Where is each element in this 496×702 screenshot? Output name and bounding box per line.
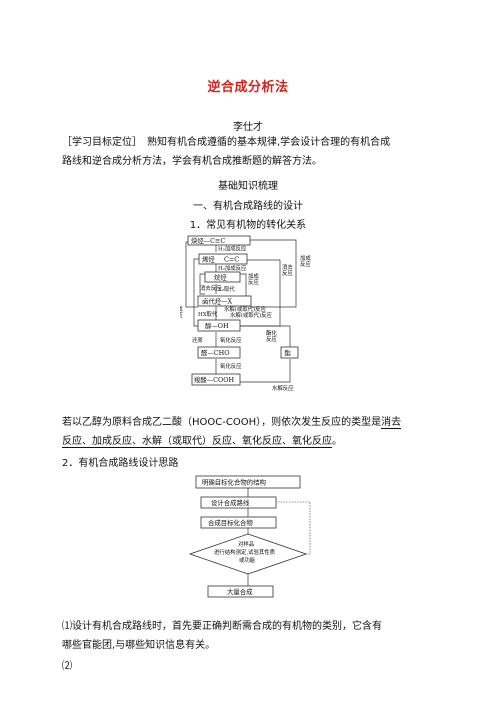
flow-decision-line-b: 进行结构测定,试验其性质 [214, 548, 276, 556]
document-title: 逆合成分析法 [207, 80, 289, 95]
aldehyde-label: 醛—CHO [201, 348, 229, 357]
alkane-box [204, 271, 241, 283]
flow-step-2-label: 设计合成路线 [211, 498, 250, 507]
flow-decision-line-c: 或功能 [239, 556, 256, 564]
answer-underlined-a: 消去 [381, 417, 402, 429]
alkene-group-label: C=C [224, 256, 239, 264]
heading-conversion-relations: 1．常见有机物的转化关系 [189, 220, 307, 231]
alcohol-label: 醇—OH [205, 321, 229, 330]
question-line-1: 若以乙醇为原料合成乙二酸（HOOC-COOH），则依次发生反应的类型是消去 [62, 414, 434, 433]
question-paragraph: 若以乙醇为原料合成乙二酸（HOOC-COOH），则依次发生反应的类型是消去 反应… [62, 414, 434, 451]
author-name: 李仕才 [233, 122, 263, 133]
design-paragraph-1-line-1: ⑴设计有机合成路线时，首先要正确判断需合成的有机物的类别，它含有 [62, 621, 382, 632]
synthesis-route-flowchart: 明确目标化合物的结构 设计合成路线 合成目标化合物 对样品 进行结构测定,试验其… [188, 475, 311, 598]
flow-step-1-label: 明确目标化合物的结构 [202, 478, 266, 487]
hydrolysis-label-3: 水解反应 [272, 384, 294, 392]
addition-label-a: 加成 [248, 272, 259, 280]
question-end: 。 [332, 435, 342, 447]
flow-step-3-box [200, 516, 277, 529]
addition-right-a: 加成 [300, 254, 311, 262]
alkyne-box [187, 235, 251, 246]
elimination-label-1: 消去反应 [200, 284, 222, 292]
organic-conversion-diagram: 炔烃—C≡C H₂加成反应 烯烃 C=C H₂加成反应 烷烃 加成 反应 X₂取… [180, 235, 311, 392]
haloalkane-label: 卤代烃—X [202, 297, 233, 306]
addition-right-b: 反应 [300, 260, 311, 268]
learning-objective: ［学习目标定位］ 熟知有机合成遵循的基本规律,学会设计合理的有机合成 路线和逆合… [62, 134, 434, 171]
elimination-label-2b: 反应 [282, 269, 293, 277]
ester-label: 酯 [285, 349, 292, 357]
oxidation-label-1: 氧化反应 [220, 336, 242, 344]
flow-decision-line-a: 对样品 [238, 540, 254, 548]
oxidation-label-2: 氧化反应 [220, 362, 242, 370]
design-paragraph-2: ⑵ [62, 661, 72, 672]
heading-synthesis-route-design: 一、有机合成路线的设计 [193, 201, 303, 212]
flow-step-2-box [200, 496, 277, 509]
flow-step-4-box [207, 585, 274, 598]
addition-label-b: 反应 [248, 278, 259, 286]
alkane-label: 烷烃 [214, 273, 227, 282]
design-paragraph-1: ⑴设计有机合成路线时，首先要正确判断需合成的有机物的类别，它含有 哪些官能团,与… [62, 618, 434, 655]
carboxylic-acid-box [191, 373, 241, 386]
design-paragraph-1-line-2: 哪些官能团,与哪些知识信息有关。 [62, 639, 216, 651]
objective-line-1: ［学习目标定位］ 熟知有机合成遵循的基本规律,学会设计合理的有机合成 [62, 137, 391, 148]
h2-addition-label-2: H₂加成反应 [218, 264, 247, 272]
flow-step-4-label: 大量合成 [227, 587, 253, 596]
reduction-label: 还原 [192, 337, 203, 344]
addition-left-b: 反应 [180, 311, 183, 319]
flow-step-1-box [195, 475, 301, 489]
alcohol-box [197, 319, 241, 332]
hydrolysis-label-1: 水解(或取代)反应 [224, 305, 267, 313]
answer-underlined-b: 反应、加成反应、水解（或取代）反应、氧化反应、氧化反应 [62, 435, 332, 448]
objective-line-2: 路线和逆合成分析方法，学会有机合成推断题的解答方法。 [62, 155, 322, 167]
alkene-label: 烯烃 [202, 255, 215, 264]
flow-step-3-label: 合成目标化合物 [208, 518, 253, 527]
question-line-2: 反应、加成反应、水解（或取代）反应、氧化反应、氧化反应。 [62, 433, 434, 452]
alkene-box [198, 253, 248, 265]
haloalkane-box [197, 295, 252, 307]
flow-decision-diamond [188, 533, 308, 575]
aldehyde-box [197, 346, 241, 359]
question-stem: 若以乙醇为原料合成乙二酸（HOOC-COOH），则依次发生反应的类型是 [62, 417, 382, 428]
h2-addition-label-1: H₂加成反应 [218, 245, 247, 253]
ester-box [280, 346, 299, 359]
carboxylic-acid-label: 羧酸—COOH [194, 375, 235, 384]
elimination-label-2a: 消去 [282, 263, 293, 271]
addition-left-a: 加成 [180, 305, 183, 313]
esterification-label-b: 反应 [266, 335, 277, 343]
heading-route-design-idea: 2．有机合成路线设计思路 [62, 458, 179, 469]
esterification-label-a: 酯化 [266, 329, 277, 337]
hx-substitution-label: HX取代 [198, 310, 218, 318]
hydrolysis-label-2: 水解(或取代)反应 [230, 311, 273, 319]
x2-substitution-label: X₂取代 [218, 285, 235, 293]
alkyne-label: 炔烃—C≡C [191, 236, 225, 245]
section-basic-knowledge: 基础知识梳理 [218, 181, 278, 192]
